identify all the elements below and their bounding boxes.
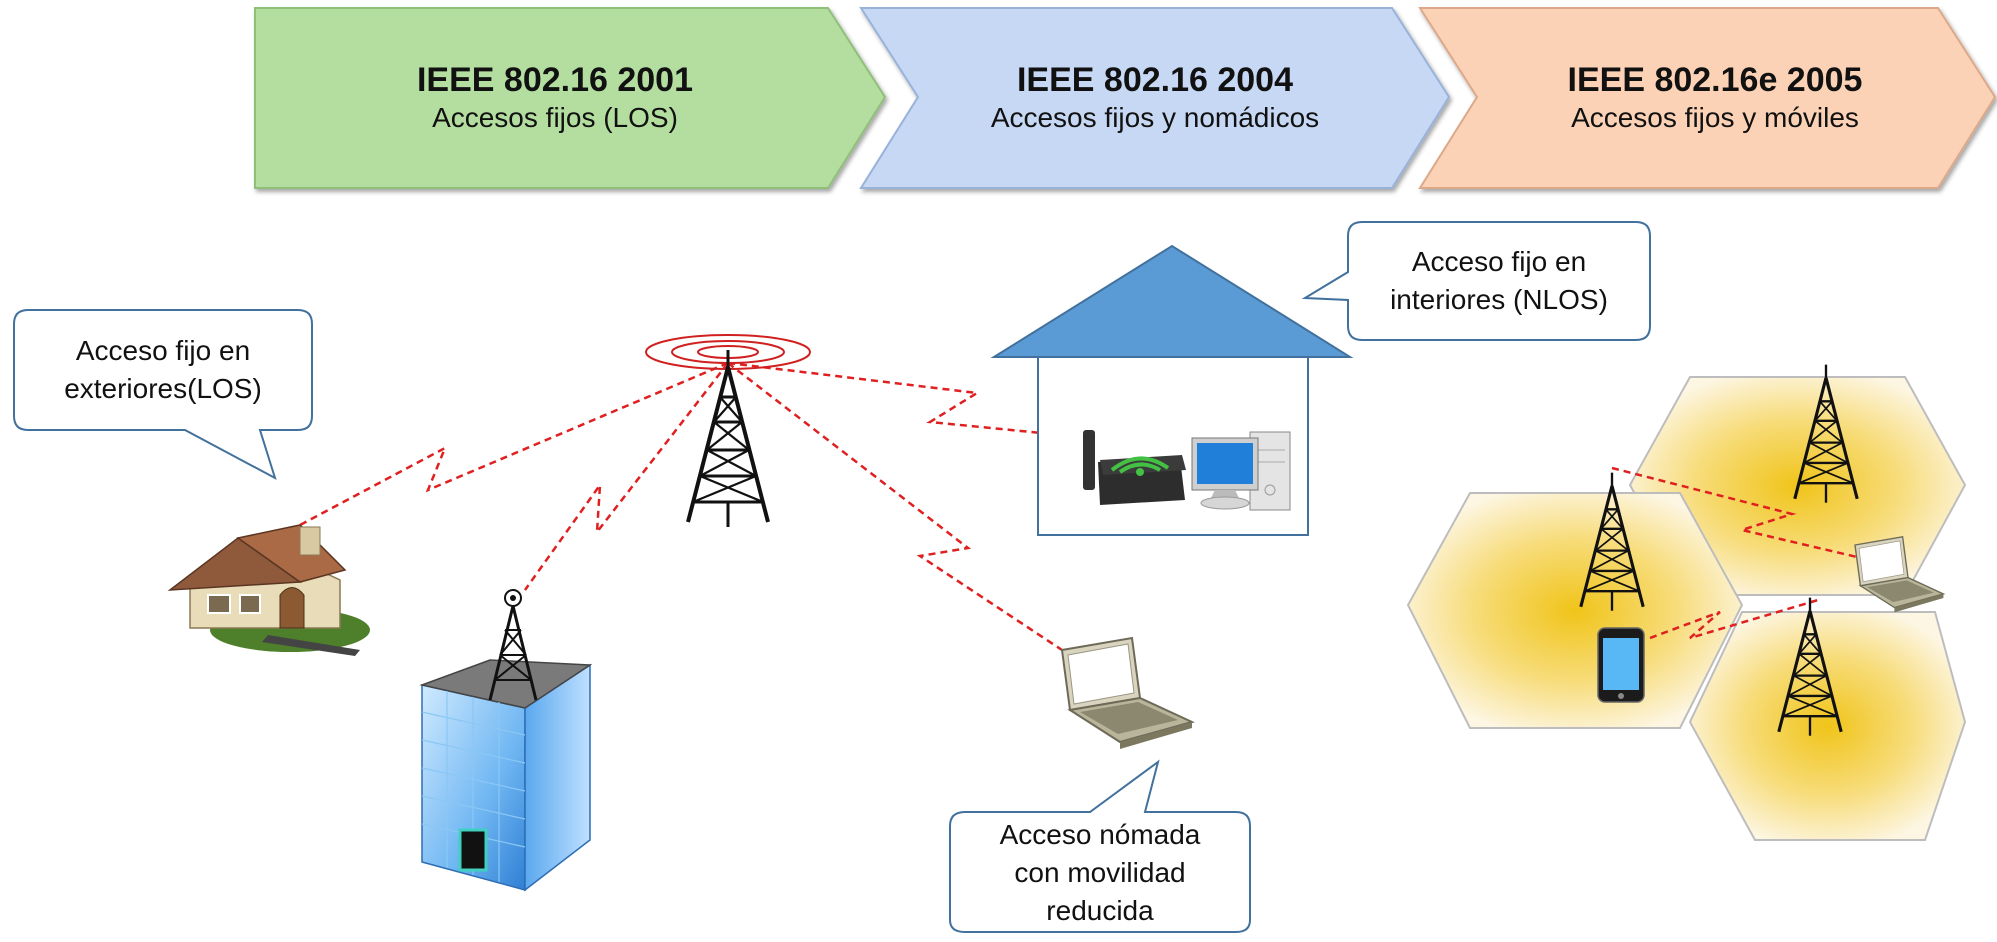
callout-line: reducida <box>1046 895 1154 926</box>
smartphone-icon <box>1597 627 1645 703</box>
callout-line: Acceso nómada <box>999 819 1201 850</box>
timeline-chevron-2004 <box>859 7 1451 189</box>
timeline-chevron-2005 <box>1418 7 1997 189</box>
house-icon <box>167 524 370 656</box>
callout-line: interiores (NLOS) <box>1390 284 1608 315</box>
rooftop-antenna-icon <box>488 589 538 701</box>
callout-nomadic <box>949 759 1251 933</box>
link-tower-to-house <box>284 361 729 535</box>
cellular-hex-grid <box>1406 376 1967 841</box>
hex-cell <box>1688 611 1967 841</box>
hex-cell <box>1406 492 1744 729</box>
laptop-icon <box>1061 637 1193 750</box>
callout-line: Acceso fijo en <box>1411 246 1587 277</box>
callout-indoor-text: Acceso fijo en interiores (NLOS) <box>1348 243 1650 319</box>
wireless-links <box>284 361 1858 652</box>
link-tower-to-router <box>727 361 1083 439</box>
router-icon <box>1083 430 1186 505</box>
building-icon <box>419 659 593 892</box>
timeline-chevron-2001 <box>254 7 887 189</box>
link-phone-to-cell-tower <box>1649 598 1819 640</box>
link-tower-to-laptop <box>727 362 1063 652</box>
callout-line: Acceso fijo en <box>75 335 251 366</box>
callout-line: exteriores(LOS) <box>64 373 262 404</box>
callout-nomadic-text: Acceso nómada con movilidad reducida <box>950 816 1250 930</box>
callout-indoor <box>1301 221 1651 341</box>
callout-outdoor-text: Acceso fijo en exteriores(LOS) <box>14 332 312 408</box>
callout-outdoor <box>13 309 313 481</box>
callout-line: con movilidad <box>1014 857 1186 888</box>
tower-icon <box>686 348 770 529</box>
desktop-computer-icon <box>1191 431 1291 511</box>
link-tower-to-building <box>523 362 729 591</box>
